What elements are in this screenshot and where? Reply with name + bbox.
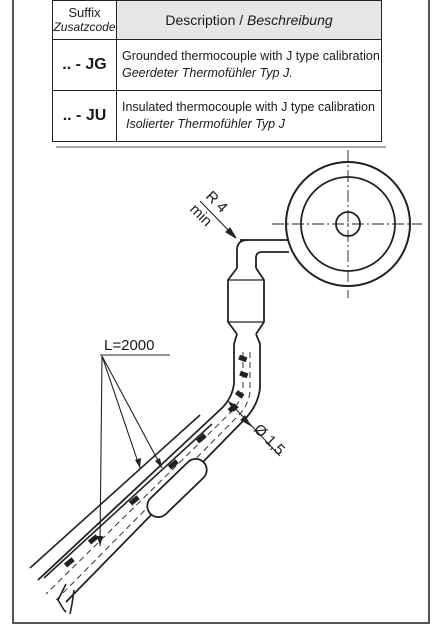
table-row: .. - JU Insulated thermocouple with J ty… [52, 90, 382, 142]
header-suffix-de: Zusatzcode [53, 20, 116, 34]
length-leader [99, 354, 170, 547]
length-label: L=2000 [104, 337, 154, 354]
description-cell-ju: Insulated thermocouple with J type calib… [116, 90, 382, 142]
lead-wire-ends [57, 583, 75, 615]
diameter-leader [227, 400, 281, 457]
description-en-ju: Insulated thermocouple with J type calib… [122, 100, 375, 114]
conductor-hatch-marks [63, 354, 249, 568]
drawing-frame [12, 0, 430, 624]
diameter-label: Ø 1,5 [250, 421, 288, 459]
sheath-tube [37, 239, 289, 603]
header-suffix: Suffix Zusatzcode [52, 0, 117, 40]
table-row: .. - JG Grounded thermocouple with J typ… [52, 39, 382, 91]
header-description-de: Beschreibung [247, 12, 333, 28]
description-en-jg: Grounded thermocouple with J type calibr… [122, 49, 380, 63]
suffix-code-jg: .. - JG [52, 39, 117, 91]
suffix-table: Suffix Zusatzcode Description / Beschrei… [52, 0, 382, 142]
header-suffix-en: Suffix [68, 5, 101, 20]
lead-cable [29, 414, 213, 579]
sheath-sleeve [146, 458, 208, 518]
description-de-ju: Isolierter Thermofühler Typ J [126, 117, 285, 131]
length-leader-arrows [97, 458, 162, 546]
table-shadow [56, 146, 386, 148]
header-description-en: Description / [165, 12, 248, 28]
bend-radius-leader [199, 200, 237, 239]
description-de-jg: Geerdeter Thermofühler Typ J. [122, 66, 293, 80]
connection-head [272, 150, 422, 298]
